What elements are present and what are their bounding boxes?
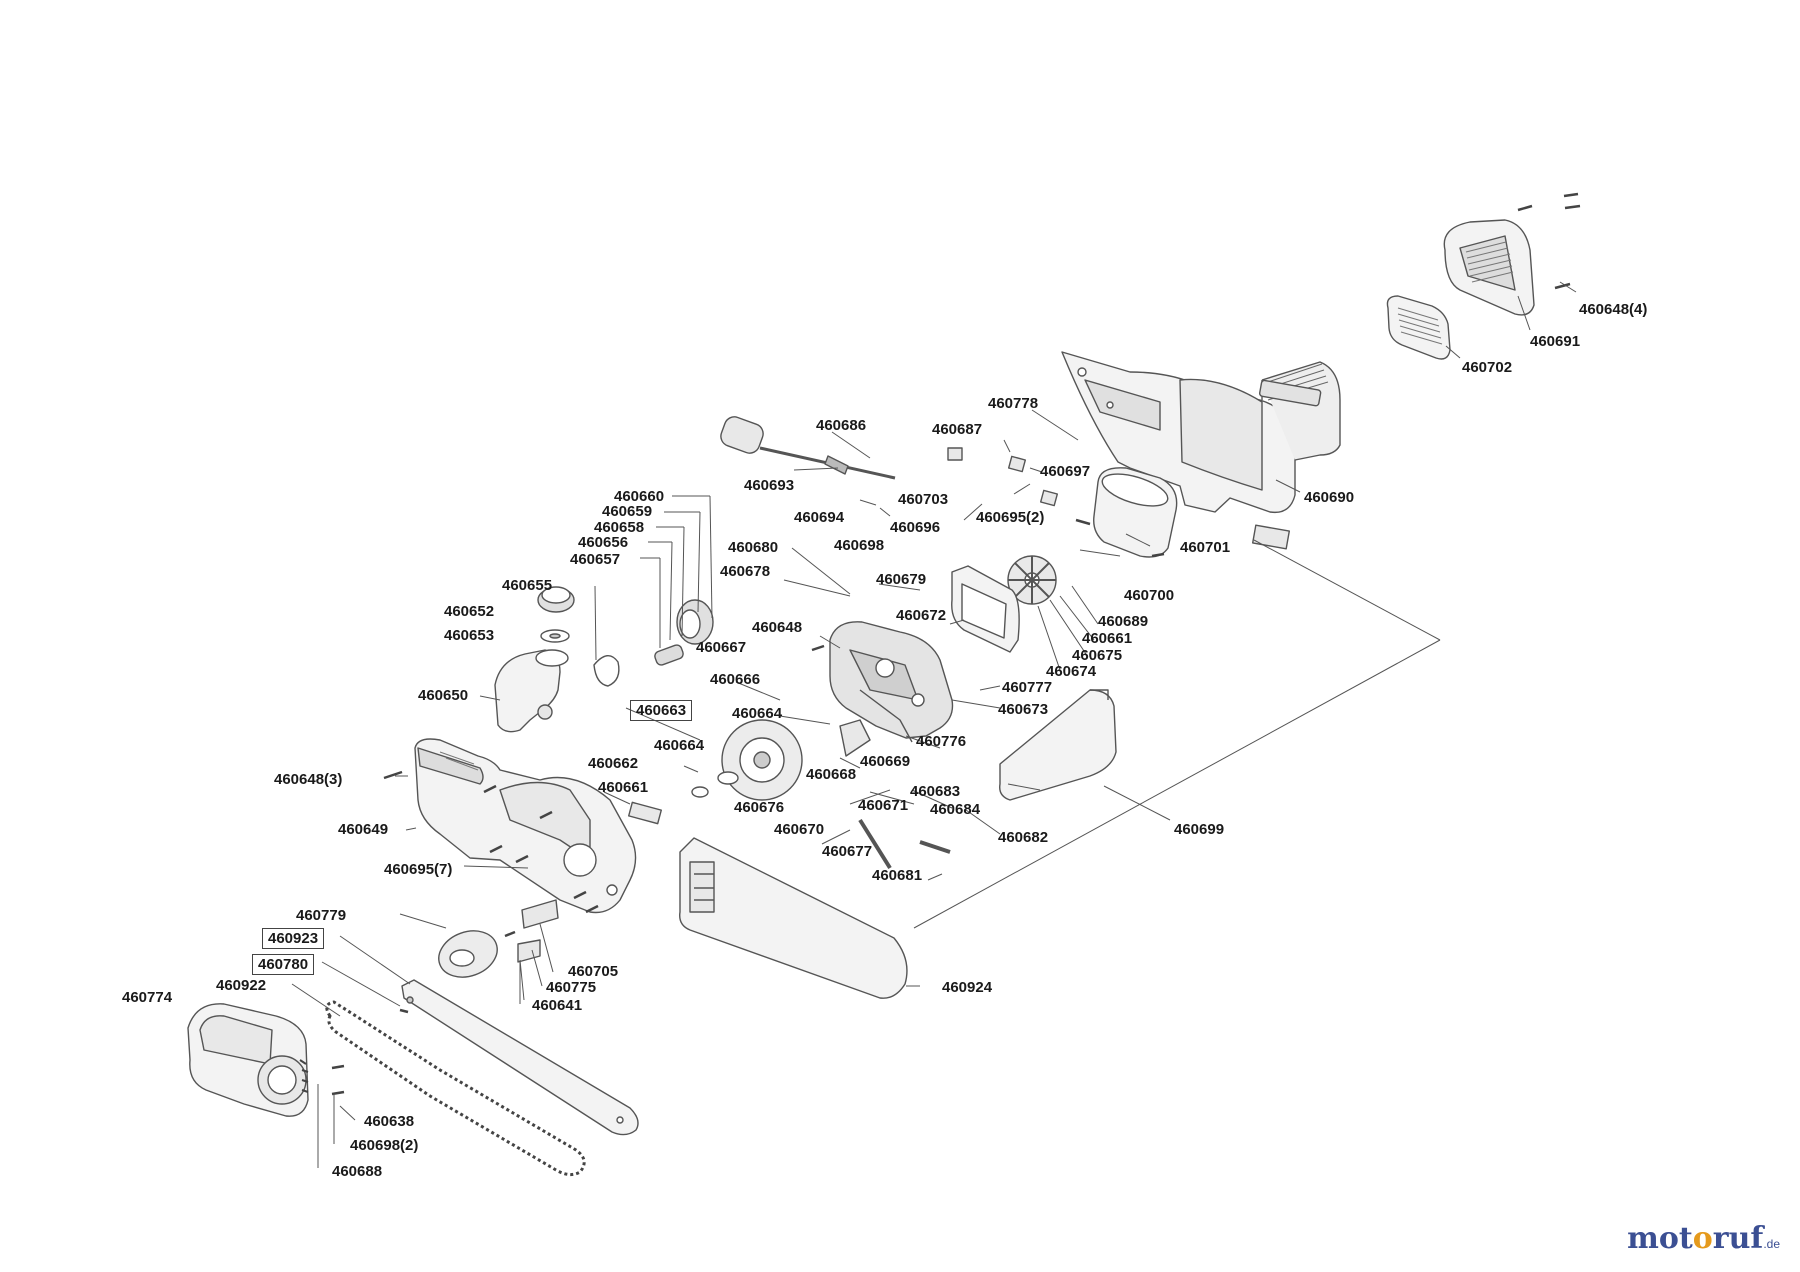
part-label: 460664 xyxy=(654,737,705,754)
part-label: 460662 xyxy=(588,755,639,772)
armature-shaft xyxy=(1258,379,1322,407)
part-label: 460641 xyxy=(532,997,583,1014)
part-label-boxed: 460780 xyxy=(252,954,315,975)
part-label: 460666 xyxy=(710,671,761,688)
chain-cover xyxy=(187,1003,309,1117)
screws xyxy=(331,192,1581,1096)
part-label: 460701 xyxy=(1180,539,1231,556)
part-label: 460680 xyxy=(728,539,779,556)
rear-cover xyxy=(1443,219,1535,316)
washer xyxy=(540,629,570,643)
part-label: 460703 xyxy=(898,491,949,508)
part-label: 460697 xyxy=(1040,463,1091,480)
part-label: 460650 xyxy=(418,687,469,704)
part-label: 460681 xyxy=(872,867,923,884)
part-label: 460776 xyxy=(916,733,967,750)
part-label: 460699 xyxy=(1174,821,1225,838)
part-label: 460674 xyxy=(1046,663,1097,680)
main-housing xyxy=(1061,351,1341,514)
part-label: 460648(3) xyxy=(274,771,343,788)
guide-bar xyxy=(401,979,639,1136)
part-label: 460664 xyxy=(732,705,783,722)
bar-cover xyxy=(679,837,908,999)
spring xyxy=(593,655,620,687)
part-label: 460686 xyxy=(816,417,867,434)
gear-housing xyxy=(829,621,954,743)
part-label: 460695(2) xyxy=(976,509,1045,526)
bearing-frame xyxy=(951,565,1020,653)
part-label: 460695(7) xyxy=(384,861,453,878)
part-label: 460705 xyxy=(568,963,619,980)
part-label: 460688 xyxy=(332,1163,383,1180)
part-label-boxed: 460923 xyxy=(262,928,325,949)
leader-lines xyxy=(291,281,1577,1168)
part-label: 460684 xyxy=(930,801,981,818)
part-label: 460698(2) xyxy=(350,1137,419,1154)
part-label: 460661 xyxy=(598,779,649,796)
part-label: 460659 xyxy=(602,503,653,520)
part-label: 460779 xyxy=(296,907,347,924)
clutch-drum xyxy=(721,719,803,801)
part-label: 460648 xyxy=(752,619,803,636)
part-label: 460678 xyxy=(720,563,771,580)
part-label: 460687 xyxy=(932,421,983,438)
part-label: 460702 xyxy=(1462,359,1513,376)
part-label: 460679 xyxy=(876,571,927,588)
fittings xyxy=(627,447,1291,870)
tension-knob xyxy=(537,586,575,613)
part-label: 460668 xyxy=(806,766,857,783)
part-label: 460657 xyxy=(570,551,621,568)
part-label: 460660 xyxy=(614,488,665,505)
part-label: 460924 xyxy=(942,979,993,996)
cable-rod xyxy=(720,416,896,480)
part-label: 460693 xyxy=(744,477,795,494)
tension-plate xyxy=(517,899,559,963)
part-label: 460690 xyxy=(1304,489,1355,506)
motor-carrier xyxy=(999,689,1117,801)
part-label: 460671 xyxy=(858,797,909,814)
part-label: 460694 xyxy=(794,509,845,526)
part-label: 460775 xyxy=(546,979,597,996)
part-label: 460638 xyxy=(364,1113,415,1130)
part-label: 460675 xyxy=(1072,647,1123,664)
part-label: 460691 xyxy=(1530,333,1581,350)
grille-plate xyxy=(1386,295,1451,360)
part-label: 460656 xyxy=(578,534,629,551)
part-label: 460774 xyxy=(122,989,173,1006)
part-label: 460696 xyxy=(890,519,941,536)
part-label-boxed: 460663 xyxy=(630,700,693,721)
part-label: 460652 xyxy=(444,603,495,620)
part-label: 460778 xyxy=(988,395,1039,412)
brake-disk xyxy=(438,930,498,978)
part-label: 460649 xyxy=(338,821,389,838)
part-label: 460689 xyxy=(1098,613,1149,630)
part-label: 460683 xyxy=(910,783,961,800)
stator-ring xyxy=(1093,467,1178,558)
front-guard xyxy=(494,649,569,733)
left-housing xyxy=(414,738,637,914)
drive-gear xyxy=(654,599,714,666)
part-label: 460698 xyxy=(834,537,885,554)
part-label: 460777 xyxy=(1002,679,1053,696)
part-label: 460655 xyxy=(502,577,553,594)
part-label: 460922 xyxy=(216,977,267,994)
part-label: 460677 xyxy=(822,843,873,860)
part-label: 460670 xyxy=(774,821,825,838)
cooling-fan xyxy=(1007,555,1057,605)
part-label: 460661 xyxy=(1082,630,1133,647)
part-label: 460672 xyxy=(896,607,947,624)
part-label: 460673 xyxy=(998,701,1049,718)
part-label: 460667 xyxy=(696,639,747,656)
part-label: 460700 xyxy=(1124,587,1175,604)
part-label: 460676 xyxy=(734,799,785,816)
part-label: 460653 xyxy=(444,627,495,644)
part-label: 460658 xyxy=(594,519,645,536)
saw-chain xyxy=(325,1000,586,1177)
part-label: 460648(4) xyxy=(1579,301,1648,318)
part-label: 460682 xyxy=(998,829,1049,846)
motoruf-logo: motoruf.de xyxy=(1627,1221,1780,1256)
part-label: 460669 xyxy=(860,753,911,770)
